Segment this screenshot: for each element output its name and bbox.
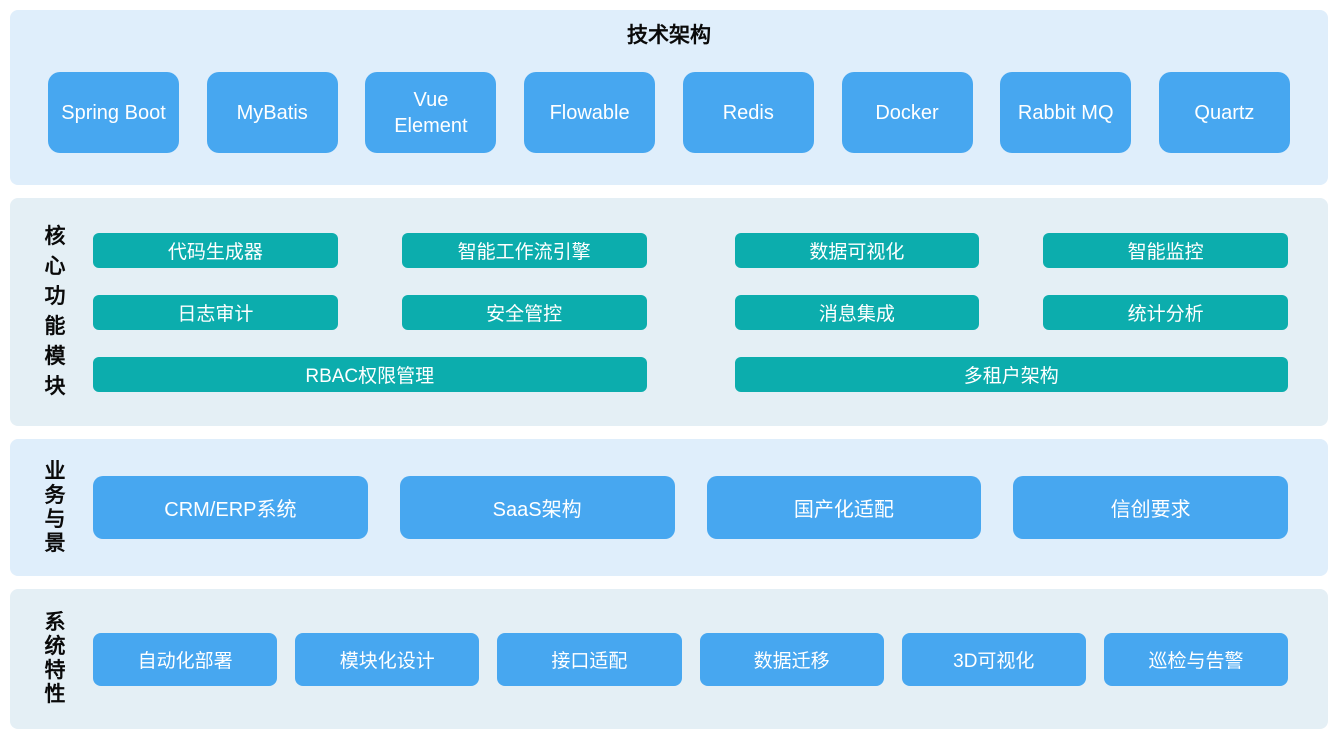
system-item-auto-deploy: 自动化部署 — [93, 632, 278, 686]
business-items-row: CRM/ERP系统 SaaS架构 国产化适配 信创要求 — [93, 439, 1288, 576]
business-section-label: 业务与景 — [44, 459, 66, 555]
core-item-data-visualization: 数据可视化 — [734, 232, 980, 268]
system-item-interface-adapt: 接口适配 — [497, 632, 682, 686]
core-modules-right: 数据可视化 智能监控 消息集成 统计分析 多租户架构 — [734, 232, 1288, 392]
system-section-label: 系统特性 — [44, 611, 66, 706]
business-item-crm-erp: CRM/ERP系统 — [93, 476, 368, 539]
core-item-rbac: RBAC权限管理 — [93, 356, 647, 392]
tech-item-quartz: Quartz — [1158, 72, 1290, 153]
system-item-3d-visualization: 3D可视化 — [901, 632, 1086, 686]
business-item-localization: 国产化适配 — [706, 476, 982, 539]
tech-item-docker: Docker — [841, 72, 973, 153]
core-item-statistics-analysis: 统计分析 — [1043, 294, 1288, 330]
core-item-security-control: 安全管控 — [401, 294, 647, 330]
core-item-message-integration: 消息集成 — [734, 294, 980, 330]
tech-item-mybatis: MyBatis — [206, 72, 338, 153]
business-item-saas: SaaS架构 — [399, 476, 675, 539]
core-modules-grid: 代码生成器 智能工作流引擎 日志审计 安全管控 RBAC权限管理 数据可视化 智… — [93, 198, 1288, 426]
system-items-row: 自动化部署 模块化设计 接口适配 数据迁移 3D可视化 巡检与告警 — [93, 589, 1289, 729]
core-item-workflow-engine: 智能工作流引擎 — [401, 232, 647, 268]
core-item-code-generator: 代码生成器 — [93, 232, 338, 268]
section-tech-architecture: 技术架构 Spring Boot MyBatis Vue Element Flo… — [10, 10, 1328, 185]
system-item-data-migration: 数据迁移 — [699, 632, 884, 686]
tech-items-row: Spring Boot MyBatis Vue Element Flowable… — [48, 72, 1290, 153]
tech-item-rabbitmq: Rabbit MQ — [1000, 72, 1132, 153]
system-item-inspection-alert: 巡检与告警 — [1103, 632, 1289, 686]
system-item-modular-design: 模块化设计 — [295, 632, 480, 686]
core-item-log-audit: 日志审计 — [93, 294, 338, 330]
section-business-scenarios: 业务与景 CRM/ERP系统 SaaS架构 国产化适配 信创要求 — [10, 439, 1328, 576]
tech-section-title: 技术架构 — [627, 24, 711, 47]
tech-item-redis: Redis — [682, 72, 814, 153]
core-item-smart-monitoring: 智能监控 — [1043, 232, 1288, 268]
core-modules-left: 代码生成器 智能工作流引擎 日志审计 安全管控 RBAC权限管理 — [93, 232, 647, 392]
core-section-label: 核心功能模块 — [44, 225, 66, 398]
business-item-xinchuang: 信创要求 — [1013, 476, 1288, 539]
section-core-modules: 核心功能模块 代码生成器 智能工作流引擎 日志审计 安全管控 RBAC权限管理 … — [10, 198, 1328, 426]
tech-item-vue-element: Vue Element — [365, 72, 497, 153]
tech-item-flowable: Flowable — [524, 72, 656, 153]
tech-item-spring-boot: Spring Boot — [48, 72, 179, 153]
section-system-features: 系统特性 自动化部署 模块化设计 接口适配 数据迁移 3D可视化 巡检与告警 — [10, 589, 1328, 729]
core-item-multi-tenant: 多租户架构 — [734, 356, 1288, 392]
